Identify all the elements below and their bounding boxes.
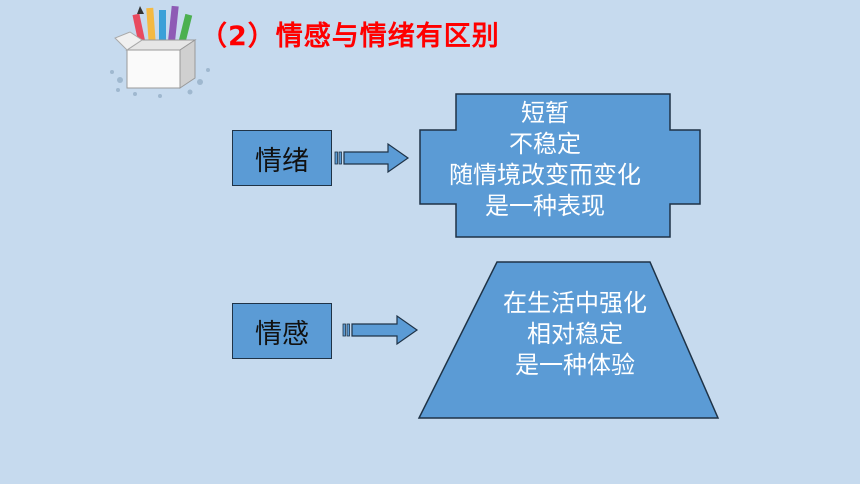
emotion-box: 情绪 [232,130,332,186]
top-shape-line: 不稳定 [509,130,581,158]
bottom-shape-line: 在生活中强化 [503,289,647,317]
top-shape-text: 短暂 不稳定 随情境改变而变化 是一种表现 [420,98,670,222]
top-shape-line: 是一种表现 [485,192,605,220]
bottom-trapezoid [417,261,720,419]
pencil-box-icon [110,5,210,98]
arrow-right-icon [342,314,419,346]
bottom-shape-text: 在生活中强化 相对稳定 是一种体验 [460,288,690,381]
arrow-right-icon [334,142,410,174]
bottom-shape-line: 相对稳定 [527,320,623,348]
slide-title: （2）情感与情绪有区别 [200,21,500,52]
top-shape [419,93,701,238]
feeling-box: 情感 [232,303,332,359]
top-shape-line: 短暂 [521,99,569,127]
bottom-shape-line: 是一种体验 [515,351,635,379]
top-shape-line: 随情境改变而变化 [449,161,641,189]
